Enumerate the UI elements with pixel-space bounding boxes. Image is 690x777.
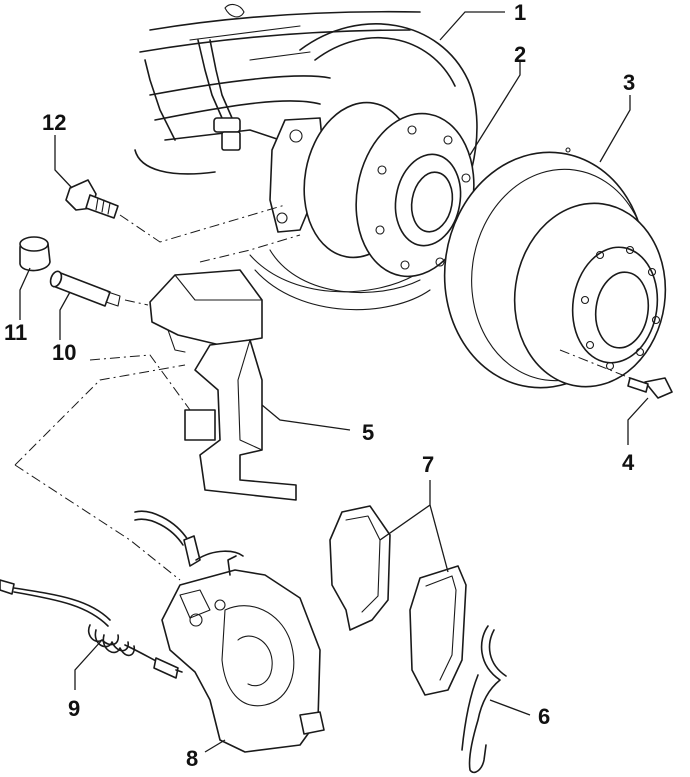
axle-housing [134, 3, 421, 175]
callout-2: 2 [514, 42, 526, 67]
assembly-lines [14, 204, 631, 581]
disc-screw [627, 377, 673, 399]
leader-lines [19, 11, 649, 753]
caliper-bolt [65, 179, 119, 219]
brake-hose [134, 510, 244, 567]
wear-sensor [0, 579, 183, 679]
brake-caliper [161, 555, 325, 753]
callout-7: 7 [422, 452, 434, 477]
callout-5: 5 [362, 420, 374, 445]
callout-12: 12 [42, 110, 66, 135]
callout-6: 6 [538, 704, 550, 729]
brake-disc [443, 147, 667, 389]
callout-8: 8 [186, 746, 198, 771]
callout-3: 3 [623, 70, 635, 95]
wheel-hub [269, 101, 475, 278]
callout-9: 9 [68, 696, 80, 721]
brake-pads [329, 505, 467, 696]
protective-cap [19, 236, 51, 272]
callout-10: 10 [52, 340, 76, 365]
callout-4: 4 [622, 450, 635, 475]
retaining-spring [461, 625, 507, 774]
caliper-bracket [149, 269, 297, 501]
guide-pin [49, 270, 121, 307]
callout-1: 1 [514, 0, 526, 25]
callout-11: 11 [4, 320, 27, 345]
